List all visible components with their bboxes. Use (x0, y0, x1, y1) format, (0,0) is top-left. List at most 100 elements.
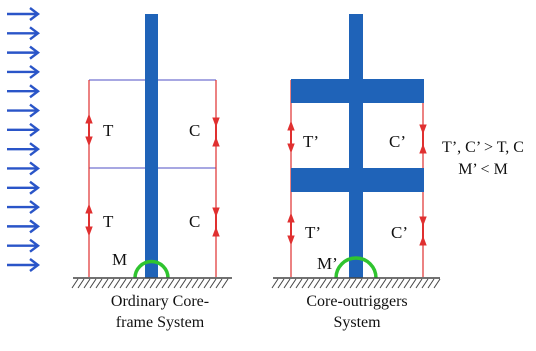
ground-hatch (209, 278, 217, 289)
wind-arrow (7, 103, 40, 118)
wind-arrow (7, 26, 40, 41)
ground-hatch (301, 278, 309, 289)
comparison-forces-text: T’, C’ > T, C (442, 139, 524, 156)
left-upper-tension-arrow (85, 113, 93, 147)
ground-hatch (173, 278, 181, 289)
ground-hatch (215, 278, 223, 289)
ground-hatch (331, 278, 339, 289)
wind-arrow (7, 180, 40, 195)
left-core-wall (145, 14, 158, 278)
right-mid-outrigger (291, 168, 424, 192)
ground-hatch (373, 278, 381, 289)
ground-hatch (221, 278, 229, 289)
right-core-wall (349, 14, 363, 278)
ground-hatch (433, 278, 441, 289)
wind-arrow (7, 122, 40, 137)
ground-hatch (197, 278, 205, 289)
wind-arrow (7, 142, 40, 157)
left-system: T C T C M Ordinary Core- frame System (71, 14, 232, 331)
ground-hatch (307, 278, 315, 289)
right-lower-compression-arrow (419, 216, 427, 246)
left-lower-tension-arrow (85, 203, 93, 237)
ground-hatch (427, 278, 435, 289)
wind-arrow (7, 64, 40, 79)
left-ground-hatching (71, 277, 232, 289)
ground-hatch (77, 278, 85, 289)
ground-hatch (149, 278, 157, 289)
ground-hatch (191, 278, 199, 289)
ground-hatch (89, 278, 97, 289)
wind-arrow (7, 161, 40, 176)
wind-arrow (7, 84, 40, 99)
ground-hatch (95, 278, 103, 289)
ground-hatch (349, 278, 357, 289)
wind-arrow (7, 219, 40, 234)
ground-hatch (343, 278, 351, 289)
left-lower-compression-label: C (189, 212, 200, 231)
ground-hatch (203, 278, 211, 289)
comparison-moment-text: M’ < M (458, 161, 508, 178)
ground-hatch (137, 278, 145, 289)
right-upper-tension-arrow (287, 120, 295, 154)
ground-hatch (397, 278, 405, 289)
left-caption-line-1: Ordinary Core- (111, 293, 209, 310)
ground-hatch (313, 278, 321, 289)
left-upper-compression-label: C (189, 121, 200, 140)
right-upper-compression-arrow (419, 124, 427, 154)
ground-hatch (289, 278, 297, 289)
ground-hatch (101, 278, 109, 289)
ground-hatch (391, 278, 399, 289)
ground-hatch (355, 278, 363, 289)
ground-hatch (337, 278, 345, 289)
ground-hatch (385, 278, 393, 289)
right-top-outrigger (291, 79, 424, 103)
right-lower-tension-arrow (287, 212, 295, 246)
wind-arrow (7, 7, 40, 21)
right-ground-hatching (271, 277, 441, 289)
ground-hatch (179, 278, 187, 289)
wind-arrow (7, 258, 40, 272)
ground-hatch (143, 278, 151, 289)
ground-hatch (71, 278, 79, 289)
ground-hatch (319, 278, 327, 289)
ground-hatch (155, 278, 163, 289)
ground-hatch (325, 278, 333, 289)
ground-hatch (119, 278, 127, 289)
ground-hatch (271, 278, 279, 289)
right-upper-compression-label: C’ (389, 132, 406, 151)
right-base-moment-arc (334, 256, 378, 279)
right-system: T’ C’ T’ C’ M’ Core-outriggers System (271, 14, 441, 331)
right-lower-tension-label: T’ (305, 223, 321, 242)
ground-hatch (107, 278, 115, 289)
ground-hatch (295, 278, 303, 289)
ground-hatch (113, 278, 121, 289)
right-caption-line-2: System (333, 314, 381, 331)
wind-load-arrows (7, 7, 40, 272)
right-upper-tension-label: T’ (303, 132, 319, 151)
left-moment-label: M (112, 250, 127, 269)
left-base-moment-arc (133, 259, 170, 279)
left-caption-line-2: frame System (116, 314, 205, 331)
ground-hatch (415, 278, 423, 289)
right-lower-compression-label: C’ (391, 223, 408, 242)
ground-hatch (361, 278, 369, 289)
ground-hatch (83, 278, 91, 289)
ground-hatch (277, 278, 285, 289)
right-moment-label: M’ (317, 254, 338, 273)
wind-arrow (7, 45, 40, 60)
ground-hatch (131, 278, 139, 289)
left-lower-compression-arrow (212, 207, 220, 237)
ground-hatch (403, 278, 411, 289)
wind-arrow (7, 200, 40, 215)
ground-hatch (283, 278, 291, 289)
ground-hatch (167, 278, 175, 289)
ground-hatch (421, 278, 429, 289)
ground-hatch (161, 278, 169, 289)
left-upper-tension-label: T (103, 121, 114, 140)
ground-hatch (379, 278, 387, 289)
left-upper-compression-arrow (212, 117, 220, 147)
left-lower-tension-label: T (103, 212, 114, 231)
wind-arrow (7, 238, 40, 253)
ground-hatch (367, 278, 375, 289)
